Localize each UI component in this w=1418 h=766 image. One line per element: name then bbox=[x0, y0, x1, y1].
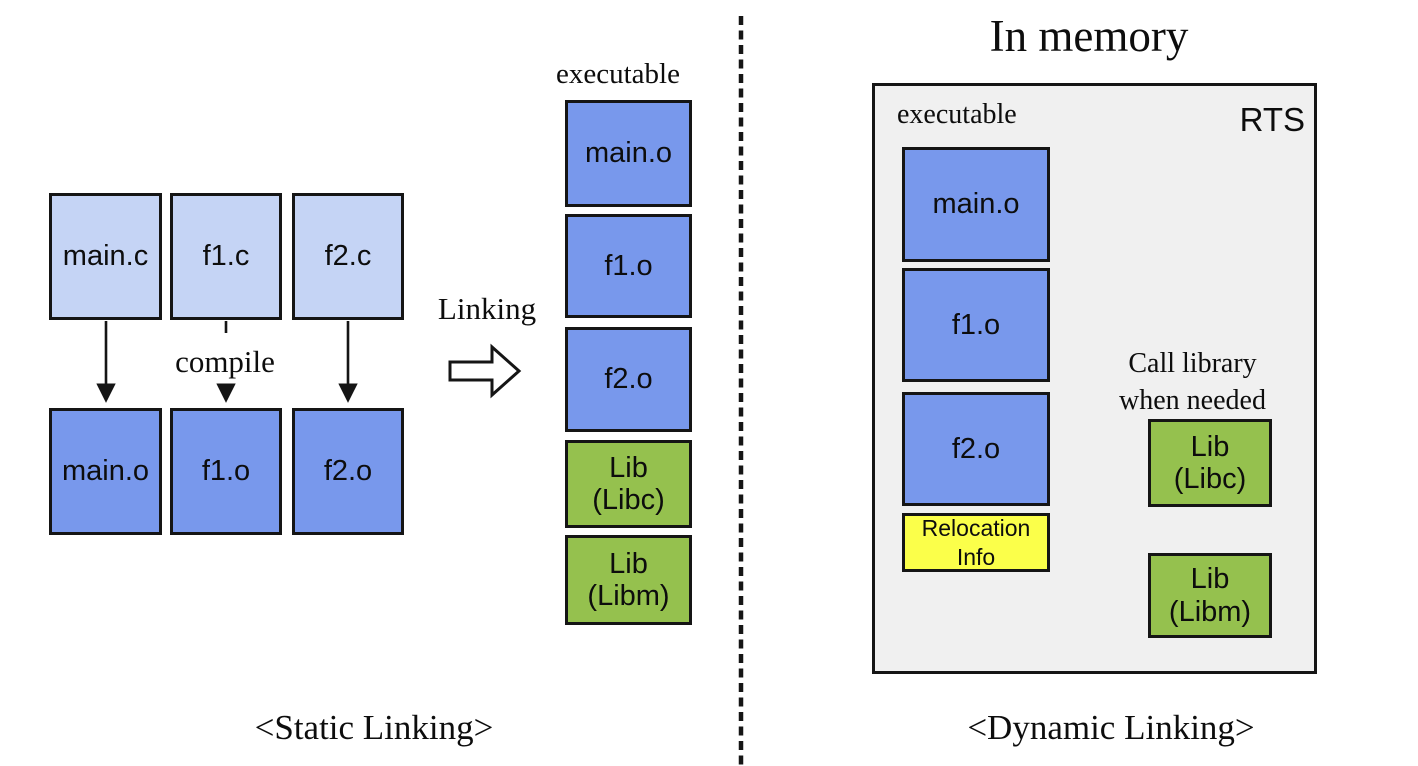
segment-label: main.o bbox=[584, 137, 673, 170]
object-box-main-o: main.o bbox=[49, 408, 162, 535]
module-label: f1.o bbox=[951, 308, 1001, 341]
segment-label: Lib (Libm) bbox=[587, 547, 670, 612]
library-box-libm: Lib (Libm) bbox=[1148, 553, 1272, 638]
memory-executable-label: executable bbox=[897, 99, 1017, 130]
module-label: f2.o bbox=[951, 432, 1001, 465]
compile-label: compile bbox=[175, 344, 275, 379]
source-file-label: f2.c bbox=[324, 240, 372, 273]
memory-module-main-o: main.o bbox=[902, 147, 1050, 262]
object-file-label: f1.o bbox=[201, 455, 251, 488]
source-box-main-c: main.c bbox=[49, 193, 162, 320]
executable-segment-f2-o: f2.o bbox=[565, 327, 692, 432]
source-box-f1-c: f1.c bbox=[170, 193, 282, 320]
call-library-note: Call library when needed bbox=[1119, 348, 1266, 417]
object-file-label: main.o bbox=[61, 455, 150, 488]
library-label: Lib (Libm) bbox=[1168, 563, 1252, 628]
memory-module-f2-o: f2.o bbox=[902, 392, 1050, 506]
static-linking-caption: <Static Linking> bbox=[254, 708, 494, 747]
source-file-label: main.c bbox=[62, 240, 149, 273]
rts-label: RTS bbox=[1239, 101, 1305, 138]
dynamic-linking-caption: <Dynamic Linking> bbox=[967, 708, 1255, 747]
executable-stack-title: executable bbox=[556, 58, 680, 90]
executable-segment-libm: Lib (Libm) bbox=[565, 535, 692, 625]
segment-label: f2.o bbox=[604, 363, 653, 396]
module-label: main.o bbox=[932, 188, 1020, 221]
source-box-f2-c: f2.c bbox=[292, 193, 404, 320]
linking-block-arrow-icon bbox=[448, 343, 522, 399]
segment-label: Lib (Libc) bbox=[592, 451, 665, 516]
memory-module-f1-o: f1.o bbox=[902, 268, 1050, 382]
relocation-label: Relocation Info bbox=[921, 515, 1031, 570]
object-box-f1-o: f1.o bbox=[170, 408, 282, 535]
segment-label: f1.o bbox=[604, 249, 653, 282]
executable-segment-libc: Lib (Libc) bbox=[565, 440, 692, 528]
library-box-libc: Lib (Libc) bbox=[1148, 419, 1272, 507]
linking-label: Linking bbox=[437, 291, 537, 326]
relocation-info-box: Relocation Info bbox=[902, 513, 1050, 572]
in-memory-title: In memory bbox=[989, 11, 1189, 61]
source-file-label: f1.c bbox=[202, 240, 250, 273]
object-file-label: f2.o bbox=[323, 455, 373, 488]
executable-segment-main-o: main.o bbox=[565, 100, 692, 207]
object-box-f2-o: f2.o bbox=[292, 408, 404, 535]
executable-segment-f1-o: f1.o bbox=[565, 214, 692, 318]
library-label: Lib (Libc) bbox=[1173, 430, 1247, 495]
